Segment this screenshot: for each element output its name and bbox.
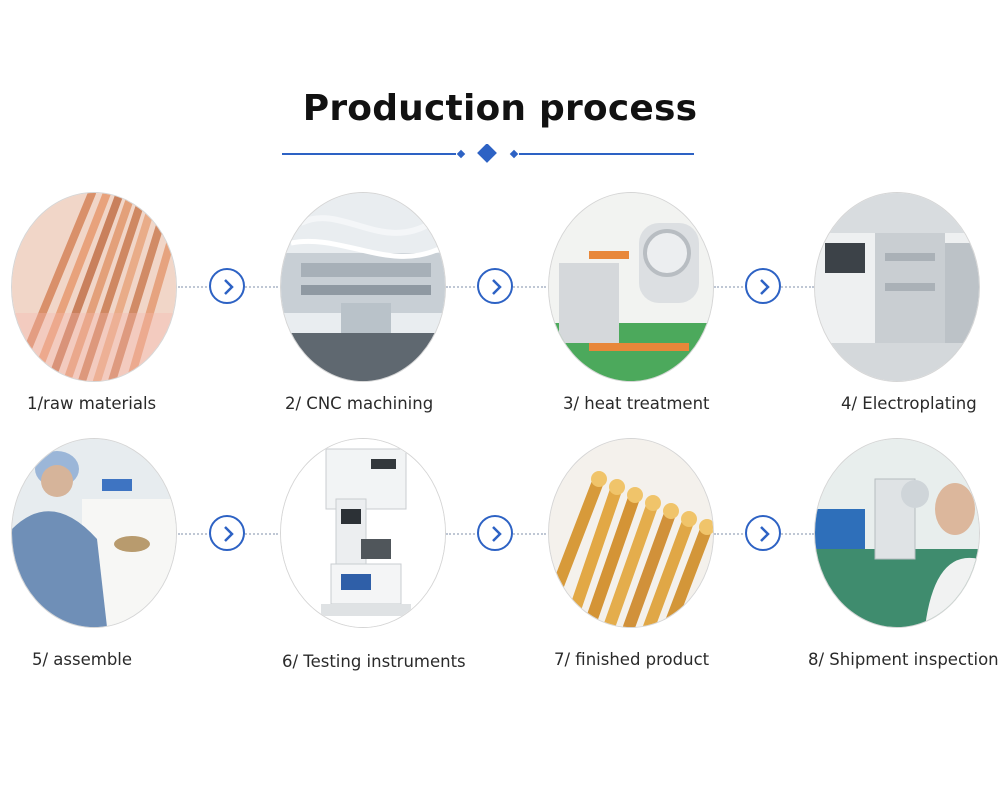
step-3-label: 3/ heat treatment xyxy=(563,394,710,413)
chevron-right-circle-icon xyxy=(477,268,513,304)
electroplating-photo xyxy=(814,192,980,382)
chevron-right-circle-icon xyxy=(209,268,245,304)
page-title: Production process xyxy=(302,88,698,129)
chevron-right-circle-icon xyxy=(745,268,781,304)
assemble-photo xyxy=(11,438,177,628)
step-2-label: 2/ CNC machining xyxy=(285,394,434,413)
chevron-right-circle-icon xyxy=(477,515,513,551)
cnc-machining-photo xyxy=(280,192,446,382)
chevron-right-circle-icon xyxy=(209,515,245,551)
step-7-label: 7/ finished product xyxy=(554,650,710,669)
step-6-label: 6/ Testing instruments xyxy=(282,652,466,671)
chevron-right-circle-icon xyxy=(745,515,781,551)
finished-product-photo xyxy=(548,438,714,628)
raw-materials-photo xyxy=(11,192,177,382)
step-5-label: 5/ assemble xyxy=(32,650,133,669)
title-divider xyxy=(282,144,694,163)
heat-treatment-photo xyxy=(548,192,714,382)
step-4-label: 4/ Electroplating xyxy=(841,394,977,413)
step-1-label: 1/raw materials xyxy=(27,394,157,413)
testing-instruments-photo xyxy=(280,438,446,628)
shipment-inspection-photo xyxy=(814,438,980,628)
step-8-label: 8/ Shipment inspection xyxy=(808,650,999,669)
